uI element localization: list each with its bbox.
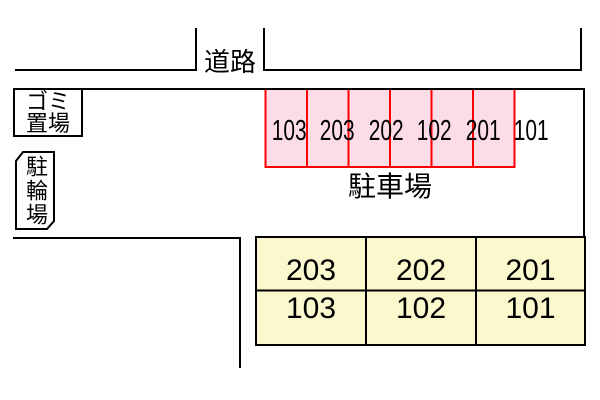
parking-stall-cell	[472, 88, 516, 168]
building-table-gridlines	[256, 237, 585, 345]
parking-stall-cell	[306, 88, 350, 168]
bicycle-parking-box	[15, 151, 55, 230]
building-room-table	[255, 236, 586, 346]
room-number-102: 102	[395, 292, 447, 325]
room-number-101: 101	[505, 292, 556, 325]
parking-stall-number: 203	[320, 114, 356, 147]
parking-stall-cell	[264, 88, 308, 168]
parking-stall-number: 103	[271, 114, 307, 147]
garbage-area-label: ゴミ 置場	[14, 89, 82, 136]
parking-stall-number: 102	[416, 114, 452, 147]
bicycle-parking-label: 駐輪場	[23, 154, 48, 227]
room-number-203: 203	[285, 254, 337, 287]
road-line-left	[15, 28, 197, 71]
garbage-area-label-line2: 置場	[25, 110, 70, 136]
room-number-103: 103	[285, 292, 337, 325]
parking-lot-label: 駐車場	[347, 171, 432, 202]
road-label: 道路	[203, 46, 256, 77]
road-line-right	[263, 28, 582, 71]
garbage-area-box	[13, 88, 83, 137]
parking-stall-number: 201	[465, 114, 501, 147]
room-number-201: 201	[505, 254, 556, 287]
road-boundary-lines	[15, 28, 582, 71]
site-boundary-bottom-left	[13, 237, 241, 368]
parking-stall-number: 101	[513, 114, 549, 147]
parking-stall-number: 202	[368, 114, 404, 147]
parking-stall-numbers: 103 203 202 102 201 101	[265, 89, 549, 167]
garbage-area-label-line1: ゴミ	[25, 88, 70, 114]
room-number-202: 202	[395, 254, 447, 287]
